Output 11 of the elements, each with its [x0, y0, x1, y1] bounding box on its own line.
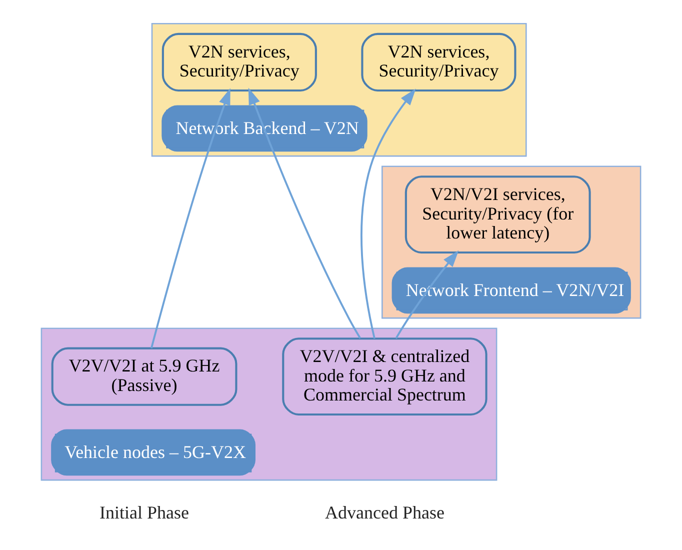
arrow: [150, 88, 230, 348]
node-box: V2N services, Security/Privacy: [162, 32, 317, 92]
label: Advanced Phase: [324, 502, 444, 522]
label: Initial Phase: [100, 502, 190, 522]
node-box: V2N services, Security/Privacy: [361, 32, 516, 92]
arrow: [395, 250, 459, 339]
arrow: [360, 88, 416, 339]
node-box: V2V/V2I & centralized mode for 5.9 GHz and Commercial Spectrum: [282, 338, 488, 416]
node-box: V2N/V2I services, Security/Privacy (for lower latency): [404, 176, 591, 254]
node-box: V2V/V2I at 5.9 GHz (Passive): [51, 347, 238, 406]
arrow: [248, 88, 362, 339]
